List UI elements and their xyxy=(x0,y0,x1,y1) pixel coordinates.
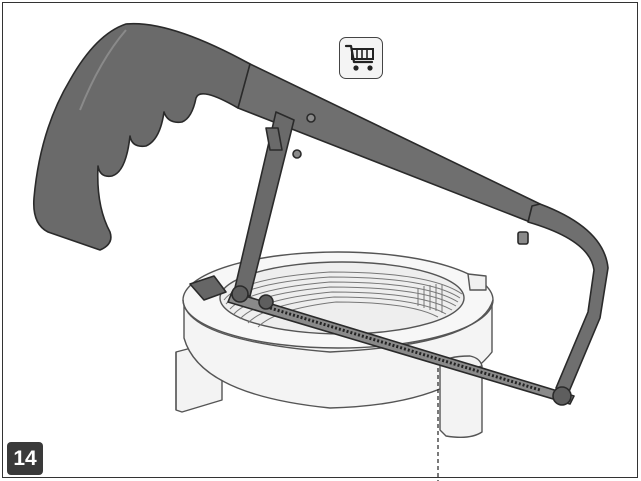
step-number-badge: 14 xyxy=(7,442,43,475)
ring-nut xyxy=(175,251,494,439)
cart-badge xyxy=(339,37,383,79)
hacksaw-frame-clip xyxy=(517,231,529,245)
hacksaw xyxy=(32,22,609,406)
hacksaw-front-pin xyxy=(552,386,572,406)
ring-nut-threads xyxy=(223,271,463,328)
ring-nut-lug-back xyxy=(467,273,487,291)
hacksaw-handle xyxy=(32,22,251,251)
hacksaw-blade-teeth xyxy=(269,306,541,392)
shopping-cart-icon xyxy=(344,44,374,71)
hacksaw-wing-nut xyxy=(189,275,227,301)
ring-nut-lug-right xyxy=(439,355,483,439)
hacksaw-rivet-2 xyxy=(292,149,302,159)
hacksaw-rivet-1 xyxy=(306,113,316,123)
hacksaw-frame-rear xyxy=(233,111,295,297)
hacksaw-frame-front xyxy=(527,203,609,395)
